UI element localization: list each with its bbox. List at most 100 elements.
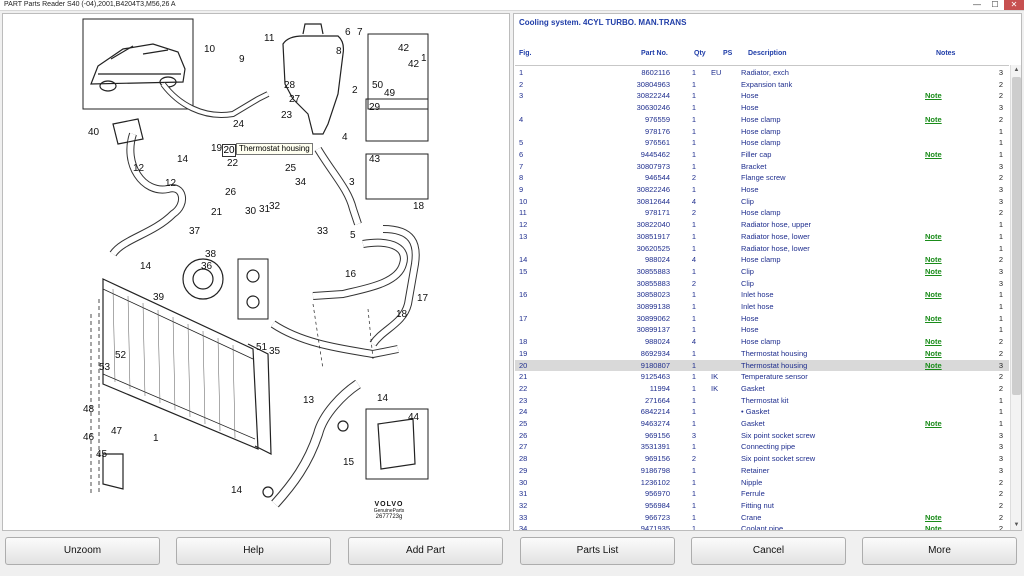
scroll-up-icon[interactable]: ▲ xyxy=(1013,67,1020,73)
header-description[interactable]: Description xyxy=(748,50,787,57)
callout-29[interactable]: 29 xyxy=(369,102,381,113)
row-note-link[interactable]: Note xyxy=(925,360,942,370)
header-notes[interactable]: Notes xyxy=(936,50,956,57)
row-note-link[interactable]: Note xyxy=(925,290,942,300)
callout-49[interactable]: 49 xyxy=(384,88,396,99)
row-note-link[interactable]: Note xyxy=(925,337,942,347)
header-part-no[interactable]: Part No. xyxy=(641,50,668,57)
callout-23[interactable]: 23 xyxy=(281,110,293,121)
callout-19[interactable]: 19 xyxy=(211,143,223,154)
header-ps[interactable]: PS xyxy=(723,50,733,57)
row-note-link[interactable]: Note xyxy=(925,149,942,159)
callout-1a[interactable]: 1 xyxy=(421,53,427,64)
callout-1b[interactable]: 1 xyxy=(153,433,159,444)
callout-9[interactable]: 9 xyxy=(239,54,245,65)
callout-34[interactable]: 34 xyxy=(295,177,307,188)
row-note-link[interactable]: Note xyxy=(925,524,942,531)
row-note-link[interactable]: Note xyxy=(925,266,942,276)
callout-46[interactable]: 46 xyxy=(83,432,95,443)
callout-14a[interactable]: 14 xyxy=(177,154,189,165)
scroll-down-icon[interactable]: ▼ xyxy=(1013,522,1020,528)
callout-48[interactable]: 48 xyxy=(83,404,95,415)
scroll-thumb[interactable] xyxy=(1012,77,1021,395)
parts-list-button[interactable]: Parts List xyxy=(520,537,675,565)
row-note-link[interactable]: Note xyxy=(925,255,942,265)
parts-scrollbar[interactable]: ▲ ▼ xyxy=(1010,65,1021,530)
callout-42b[interactable]: 42 xyxy=(408,59,420,70)
callout-17[interactable]: 17 xyxy=(417,293,429,304)
row-note-link[interactable]: Note xyxy=(925,419,942,428)
callout-11[interactable]: 11 xyxy=(264,33,275,44)
callout-37[interactable]: 37 xyxy=(189,226,201,237)
callout-26[interactable]: 26 xyxy=(225,187,237,198)
callout-30[interactable]: 30 xyxy=(245,206,257,217)
more-button[interactable]: More xyxy=(862,537,1017,565)
callout-25[interactable]: 25 xyxy=(285,163,297,174)
minimize-button[interactable]: — xyxy=(973,0,981,9)
callout-45[interactable]: 45 xyxy=(96,449,108,460)
callout-7[interactable]: 7 xyxy=(357,27,363,38)
callout-4[interactable]: 4 xyxy=(342,132,348,143)
callout-24[interactable]: 24 xyxy=(233,119,245,130)
callout-14b[interactable]: 14 xyxy=(140,261,152,272)
callout-2[interactable]: 2 xyxy=(352,85,358,96)
callout-35[interactable]: 35 xyxy=(269,346,281,357)
callout-14c[interactable]: 14 xyxy=(377,393,389,404)
header-fig[interactable]: Fig. xyxy=(519,50,532,57)
callout-39[interactable]: 39 xyxy=(153,292,165,303)
callout-44[interactable]: 44 xyxy=(408,412,420,423)
close-button[interactable]: ✕ xyxy=(1004,0,1024,10)
help-button[interactable]: Help xyxy=(176,537,331,565)
callout-53[interactable]: 53 xyxy=(99,362,111,373)
row-note-link[interactable]: Note xyxy=(925,348,942,358)
callout-14d[interactable]: 14 xyxy=(231,485,243,496)
callout-51[interactable]: 51 xyxy=(256,342,268,353)
callout-6[interactable]: 6 xyxy=(345,27,351,38)
callout-22[interactable]: 22 xyxy=(227,158,239,169)
callout-21[interactable]: 21 xyxy=(211,207,223,218)
row-note-link[interactable]: Note xyxy=(925,231,942,241)
callout-13[interactable]: 13 xyxy=(303,395,315,406)
row-note-link[interactable]: Note xyxy=(925,114,942,124)
unzoom-button[interactable]: Unzoom xyxy=(5,537,160,565)
exploded-diagram[interactable]: 6 7 11 10 9 8 42 42 1 50 49 28 27 2 40 2… xyxy=(2,13,510,531)
row-note-link[interactable]: Note xyxy=(925,91,942,101)
callout-28[interactable]: 28 xyxy=(284,80,296,91)
callout-36[interactable]: 36 xyxy=(201,261,213,272)
callout-27[interactable]: 27 xyxy=(289,94,301,105)
callout-33[interactable]: 33 xyxy=(317,226,329,237)
callout-50[interactable]: 50 xyxy=(372,80,384,91)
callout-38[interactable]: 38 xyxy=(205,249,217,260)
maximize-button[interactable]: ☐ xyxy=(991,0,999,9)
row-note-link[interactable]: Note xyxy=(925,313,942,323)
